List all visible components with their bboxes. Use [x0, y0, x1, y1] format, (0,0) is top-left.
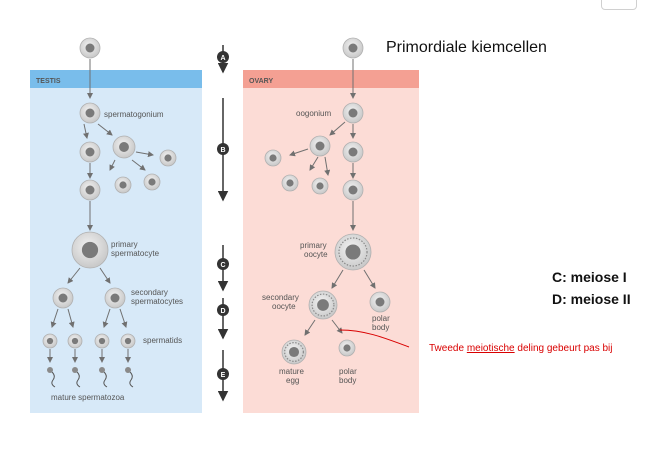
arrow	[304, 319, 316, 336]
arrow	[324, 156, 331, 176]
polar-body-1-cell	[369, 291, 391, 313]
oogonium-cell	[311, 177, 329, 195]
stage-label: C	[220, 262, 225, 269]
stage-marker-D	[217, 304, 229, 316]
oogonium-cell	[342, 102, 364, 124]
secondary-oocyte-label-2: oocyte	[272, 302, 296, 311]
testis-header-bar	[30, 70, 202, 88]
spermatid-cell	[94, 333, 110, 349]
primary-spermatocyte-cell	[71, 231, 109, 269]
note-meiosis-1: C: meiose I	[552, 269, 627, 285]
primary-oocyte-label-1: primary	[300, 241, 327, 250]
oogonium-label: oogonium	[296, 109, 331, 118]
stage-label: D	[220, 308, 225, 315]
stage-axis: A B C D E	[217, 45, 229, 402]
secondary-spermatocyte-cell	[104, 287, 126, 309]
primordial-cell-ovary	[342, 37, 364, 59]
annotation-line	[339, 329, 410, 348]
arrow	[331, 319, 343, 334]
oogonium-cell	[281, 174, 299, 192]
cells	[42, 37, 391, 388]
mature-egg-cell	[281, 339, 307, 365]
testis-panel	[30, 70, 202, 413]
spermatozoon	[47, 367, 56, 388]
arrow	[67, 267, 81, 284]
spermatogonium-cell	[112, 135, 136, 159]
arrow	[50, 308, 59, 328]
ovary-panel	[243, 70, 419, 413]
stage-label: A	[220, 55, 225, 62]
polar-body-1-label-1: polar	[372, 314, 390, 323]
arrow	[329, 121, 346, 136]
secondary-oocyte-label-1: secondary	[262, 293, 299, 302]
spermatid-cell	[42, 333, 58, 349]
ovary-header-bar	[243, 70, 419, 88]
polar-body-2-label-2: body	[339, 376, 356, 385]
secondary-spermatocytes-label-1: secondary	[131, 288, 168, 297]
testis-header: TESTIS	[36, 78, 61, 85]
primordial-cell-testis	[79, 37, 101, 59]
arrow	[97, 123, 113, 136]
arrow	[99, 267, 111, 284]
mature-spermatozoa-label: mature spermatozoa	[51, 393, 125, 402]
arrow	[135, 151, 154, 158]
arrow	[119, 308, 128, 328]
annotation-prefix: Tweede	[429, 343, 467, 354]
mature-egg-label-1: mature	[279, 367, 304, 376]
spermatid-cell	[67, 333, 83, 349]
polar-body-2-cell	[338, 339, 356, 357]
arrow	[67, 308, 75, 328]
mature-egg-label-2: egg	[286, 376, 299, 385]
primary-oocyte-label-2: oocyte	[304, 250, 328, 259]
arrows	[47, 59, 376, 363]
spermatogonium-cell	[114, 176, 132, 194]
spermatogonium-cell	[79, 102, 101, 124]
arrow	[309, 156, 319, 171]
arrow	[131, 159, 146, 171]
spermatids-label: spermatids	[143, 336, 182, 345]
polar-body-2-label-1: polar	[339, 367, 357, 376]
annotation-text: Tweede meiotische deling gebeurt pas bij	[429, 343, 612, 354]
arrow	[109, 159, 116, 171]
spermatid-cell	[120, 333, 136, 349]
annotation-suffix: deling gebeurt pas bij	[515, 343, 613, 354]
secondary-spermatocytes-label-2: spermatocytes	[131, 297, 183, 306]
corner-button[interactable]	[601, 0, 637, 10]
spermatogonium-cell	[159, 149, 177, 167]
stage-marker-A	[217, 51, 229, 63]
spermatogonium-cell	[79, 179, 101, 201]
stage-marker-C	[217, 258, 229, 270]
arrow	[331, 269, 344, 289]
arrow	[102, 308, 111, 328]
stage-marker-E	[217, 368, 229, 380]
stage-label: B	[220, 147, 225, 154]
oogonium-cell	[342, 179, 364, 201]
spermatozoon	[99, 367, 108, 388]
primary-oocyte-cell	[334, 233, 372, 271]
polar-body-1-label-2: body	[372, 323, 389, 332]
arrow	[363, 269, 376, 289]
oogonium-cell	[309, 135, 331, 157]
secondary-spermatocyte-cell	[52, 287, 74, 309]
ovary-header: OVARY	[249, 78, 273, 85]
stage-label: E	[221, 372, 226, 379]
spermatogonium-cell	[143, 173, 161, 191]
spermatozoon	[125, 367, 134, 388]
arrow	[289, 148, 309, 157]
primary-spermatocyte-label-1: primary	[111, 240, 138, 249]
oogonium-cell	[342, 141, 364, 163]
stage-marker-B	[217, 143, 229, 155]
arrow	[83, 123, 89, 139]
annotation-underlined-word: meiotische	[467, 343, 515, 354]
spermatozoon	[72, 367, 81, 388]
spermatogonium-cell	[79, 141, 101, 163]
note-meiosis-2: D: meiose II	[552, 291, 631, 307]
primary-spermatocyte-label-2: spermatocyte	[111, 249, 160, 258]
spermatogonium-label: spermatogonium	[104, 110, 164, 119]
oogonium-cell	[264, 149, 282, 167]
secondary-oocyte-cell	[308, 290, 338, 320]
primordial-germ-cells-label: Primordiale kiemcellen	[386, 39, 547, 56]
